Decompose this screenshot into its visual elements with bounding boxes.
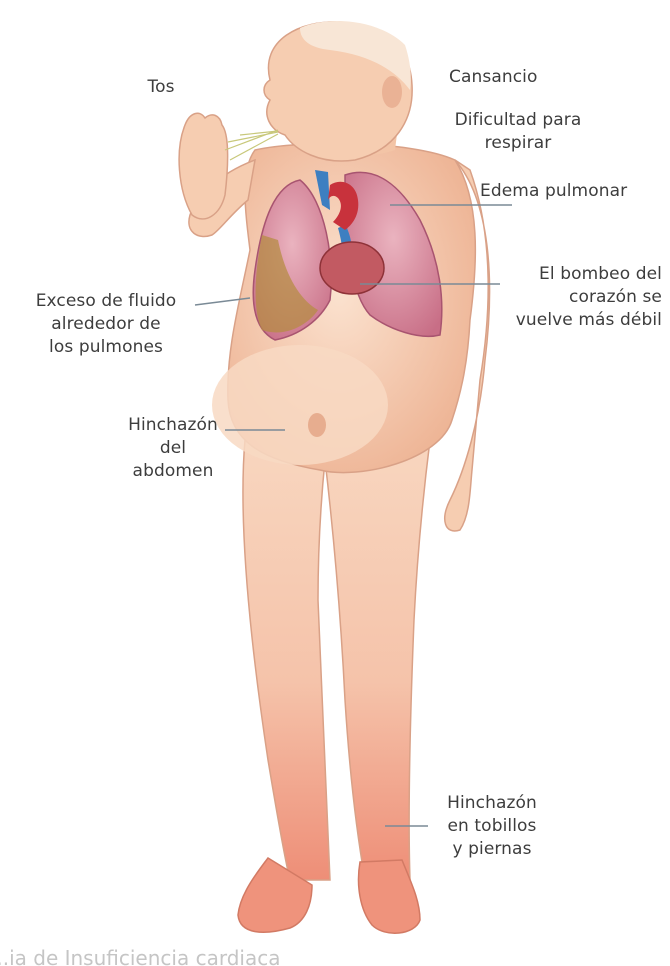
label-legs-swelling: Hinchazón en tobillos y piernas bbox=[432, 792, 552, 861]
heart bbox=[320, 242, 384, 294]
legs bbox=[238, 440, 430, 933]
label-dyspnea: Dificultad para respirar bbox=[434, 109, 602, 155]
label-pulmonary-edema: Edema pulmonar bbox=[480, 180, 670, 203]
abdomen bbox=[212, 345, 388, 465]
label-weak-pump: El bombeo del corazón se vuelve más débi… bbox=[490, 263, 662, 332]
label-abdomen-swelling: Hinchazón del abdomen bbox=[118, 414, 228, 483]
label-pleural-fluid: Exceso de fluido alrededor de los pulmon… bbox=[14, 290, 198, 359]
label-cough: Tos bbox=[136, 76, 186, 99]
ear bbox=[382, 76, 402, 108]
label-fatigue: Cansancio bbox=[449, 66, 599, 89]
footer-caption: ...ia de Insuficiencia cardiaca bbox=[0, 946, 670, 966]
navel bbox=[308, 413, 326, 437]
hand bbox=[179, 113, 228, 219]
